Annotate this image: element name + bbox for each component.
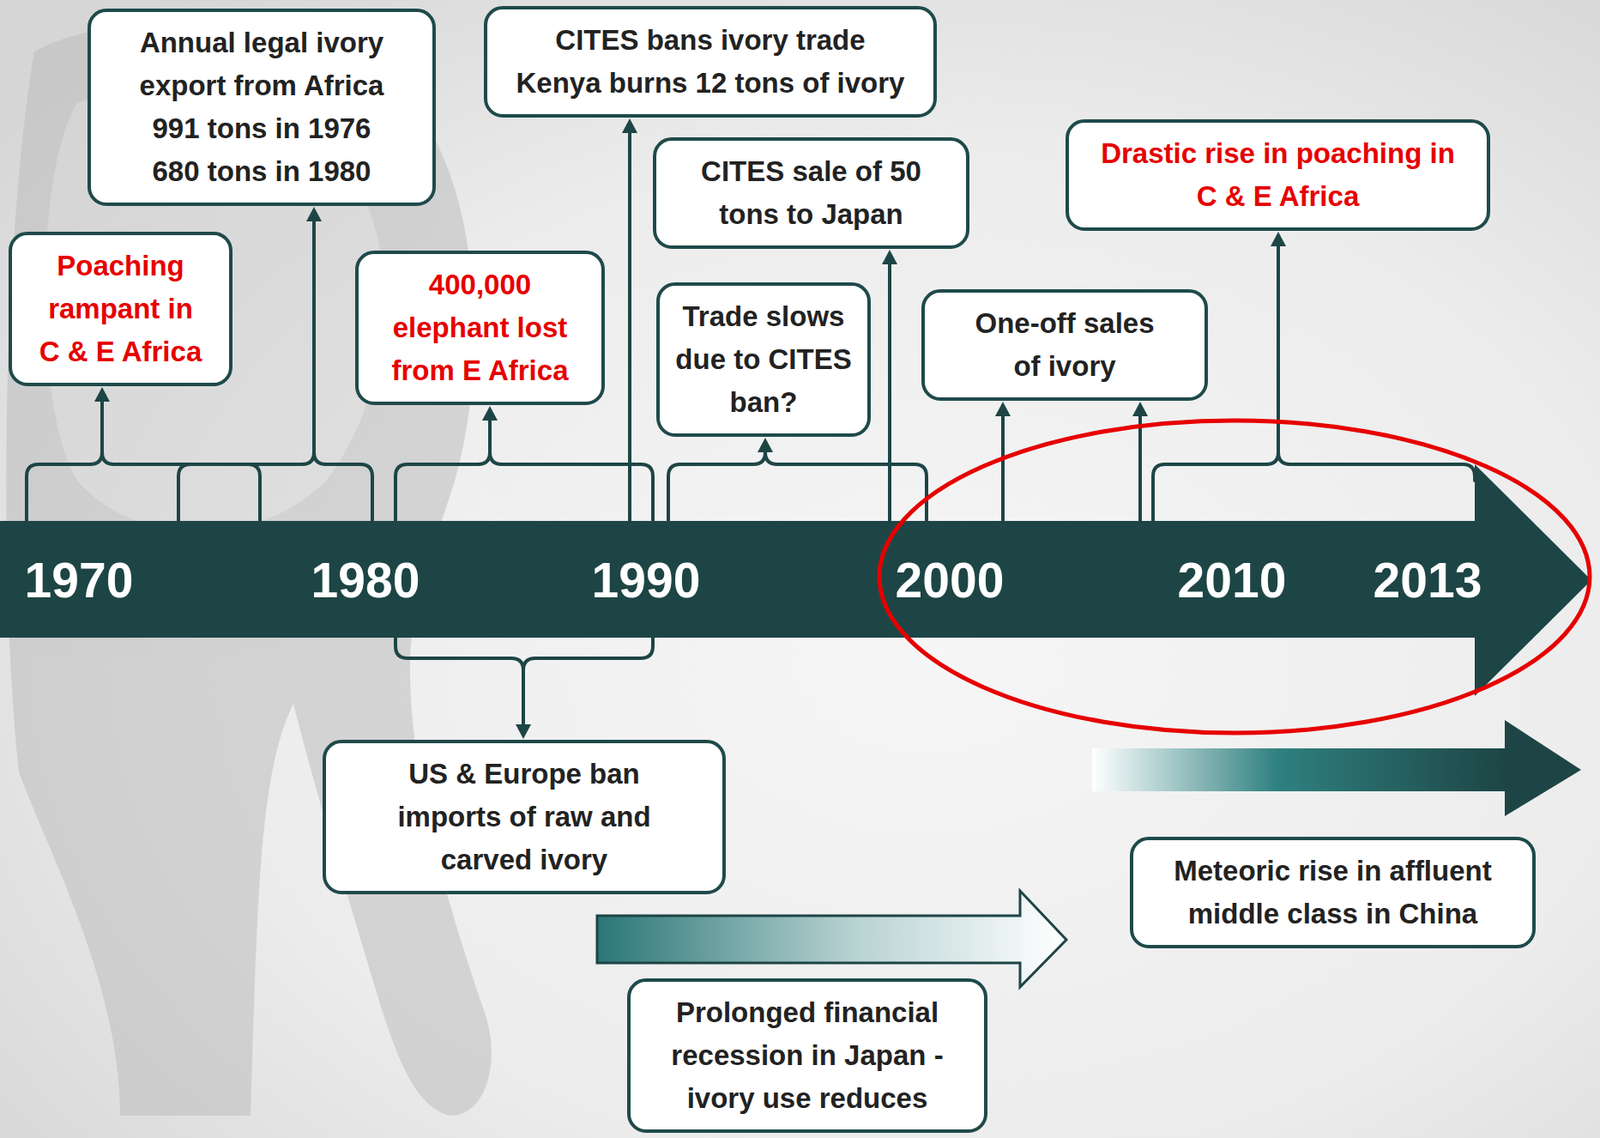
- trend-arrow: [1092, 748, 1506, 791]
- event-text: Annual legal ivory export from Africa 99…: [132, 21, 391, 194]
- arrowhead: [757, 437, 773, 453]
- year-label: 1980: [311, 555, 421, 605]
- event-text: Trade slows due to CITES ban?: [669, 295, 858, 424]
- event-box: CITES bans ivory trade Kenya burns 12 to…: [483, 6, 937, 118]
- period-bracket: [1153, 452, 1475, 521]
- trend-arrowhead: [1504, 719, 1582, 816]
- event-text: Poaching rampant in C & E Africa: [36, 244, 206, 374]
- event-box: Annual legal ivory export from Africa 99…: [87, 8, 436, 206]
- event-text: CITES bans ivory trade Kenya burns 12 to…: [513, 18, 909, 105]
- event-box: Trade slows due to CITES ban?: [656, 282, 871, 437]
- year-label: 1990: [591, 555, 701, 605]
- event-box: US & Europe ban imports of raw and carve…: [322, 739, 726, 894]
- year-label: 2013: [1373, 555, 1483, 605]
- event-box: Meteoric rise in affluent middle class i…: [1129, 836, 1536, 948]
- arrowhead: [306, 206, 322, 222]
- leader-line: [1001, 414, 1005, 521]
- event-box: Prolonged financial recession in Japan -…: [627, 978, 988, 1133]
- leader-line: [521, 670, 526, 725]
- arrowhead: [1270, 231, 1287, 247]
- event-text: Prolonged financial recession in Japan -…: [661, 990, 954, 1120]
- leader-line: [627, 131, 632, 521]
- arrowhead: [515, 724, 532, 739]
- leader-line: [488, 418, 492, 453]
- period-bracket: [395, 637, 653, 671]
- event-box: CITES sale of 50 tons to Japan: [652, 137, 970, 249]
- timeline-bar: [0, 520, 1476, 638]
- event-text: Drastic rise in poaching in C & E Africa: [1094, 132, 1462, 218]
- leader-line: [312, 219, 316, 453]
- event-box: Drastic rise in poaching in C & E Africa: [1065, 119, 1491, 231]
- trend-arrow: [597, 890, 1067, 987]
- arrowhead: [621, 118, 638, 133]
- leader-line: [1138, 414, 1142, 521]
- event-text: US & Europe ban imports of raw and carve…: [395, 752, 653, 882]
- year-label: 2000: [895, 555, 1005, 605]
- arrowhead: [881, 249, 898, 265]
- year-label: 2010: [1177, 555, 1287, 605]
- period-bracket: [178, 452, 373, 521]
- period-bracket: [668, 452, 927, 521]
- highlight-ellipse: [879, 420, 1590, 733]
- arrowhead: [995, 401, 1011, 417]
- leader-line: [100, 399, 104, 453]
- event-text: Meteoric rise in affluent middle class i…: [1161, 849, 1505, 936]
- event-box: Poaching rampant in C & E Africa: [8, 231, 233, 387]
- event-box: 400,000 elephant lost from E Africa: [355, 250, 605, 405]
- event-box: One-off sales of ivory: [921, 289, 1208, 401]
- event-text: CITES sale of 50 tons to Japan: [699, 150, 924, 236]
- leader-line: [887, 262, 892, 521]
- period-bracket: [395, 452, 653, 521]
- arrowhead: [94, 386, 110, 402]
- event-text: 400,000 elephant lost from E Africa: [379, 263, 581, 393]
- arrowhead: [1132, 401, 1148, 417]
- event-text: One-off sales of ivory: [966, 301, 1163, 388]
- year-label: 1970: [24, 555, 134, 605]
- arrowhead: [482, 405, 498, 421]
